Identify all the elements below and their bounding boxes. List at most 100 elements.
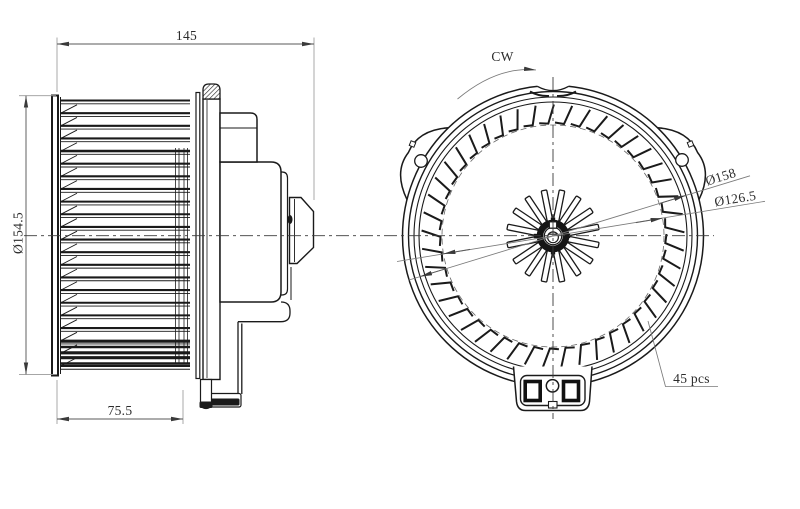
inner-diameter-text: Ø126.5 [713, 188, 757, 210]
fin-tick [61, 104, 78, 114]
flange-seal-cap [202, 83, 221, 100]
fan-blade-tooth [506, 341, 528, 360]
fan-blade-tooth [423, 211, 443, 231]
fan-blade-tooth [664, 233, 685, 252]
bracket-base-shadow [208, 398, 240, 406]
fan-blade-tooth [662, 249, 681, 270]
fan-blade-tooth [594, 336, 605, 360]
fin-tick [61, 205, 78, 215]
fin-tick [61, 117, 78, 126]
front-view [399, 76, 707, 412]
fan-blade-tooth [425, 265, 448, 277]
fan-blade-tooth [626, 147, 652, 159]
fin-tick [61, 268, 78, 278]
depth-dimension-text: 75.5 [108, 403, 133, 418]
fan-blade-tooth [621, 318, 631, 344]
fan-blade-tooth [660, 202, 683, 216]
housing-top-tab-left [529, 90, 550, 98]
fin-tick [61, 281, 78, 291]
fin-tick [61, 180, 78, 190]
fan-blade-tooth [468, 134, 479, 160]
fan-blade-tooth [539, 104, 555, 125]
connector-screw-hole [545, 378, 560, 393]
fin-tick [61, 331, 78, 341]
fin-tick [61, 243, 78, 253]
motor-body [219, 161, 282, 303]
connector-bracket [512, 366, 593, 412]
hub-nub-top [550, 217, 556, 221]
connector-outline [512, 366, 593, 412]
fan-blade-tooth [489, 336, 513, 353]
fin-tick [61, 306, 78, 316]
fan-blade-tooth [481, 123, 491, 149]
fin-tick [61, 218, 78, 227]
fan-blade-tooth [494, 115, 505, 140]
connector-terminal-left [523, 379, 543, 403]
motor-end-bell [279, 171, 289, 296]
rotation-direction-text: CW [491, 49, 513, 64]
front-view-dimensions: CW Ø158 Ø126.5 45 pcs [396, 49, 766, 387]
impeller-fins [61, 99, 190, 370]
motor-bracket [237, 301, 291, 394]
fan-blade-tooth [651, 279, 668, 304]
fan-blade-tooth [585, 115, 609, 133]
flange-foot-shadow [199, 401, 213, 408]
fan-blade-tooth [427, 193, 446, 215]
width-dimension-text: 145 [176, 28, 197, 43]
housing-top-dip [536, 85, 570, 92]
fan-blade-tooth [523, 345, 544, 365]
diameter-dimension-text: Ø154.5 [11, 212, 26, 254]
fan-blade-tooth [664, 218, 685, 234]
fin-tick [61, 142, 78, 152]
fin-tick [61, 319, 78, 329]
fan-blade-tooth [570, 109, 591, 128]
mounting-hole-right [675, 153, 689, 167]
fan-blade-tooth [578, 342, 591, 365]
mounting-ear-right [657, 126, 707, 200]
motor-boss [219, 112, 258, 163]
mounting-hole-left [414, 154, 428, 168]
fan-blade-tooth [560, 346, 575, 368]
fan-blade-ring [421, 104, 685, 368]
fan-blade-tooth [508, 109, 519, 133]
mounting-flange [202, 98, 221, 381]
fan-blade-tooth [643, 293, 657, 319]
fan-blade-tooth [637, 160, 663, 171]
connector-terminal-right [561, 379, 581, 403]
outer-diameter-leader [408, 175, 751, 281]
fan-blade-tooth [600, 124, 625, 140]
fan-blade-tooth [438, 295, 464, 305]
fin-tick [61, 230, 78, 240]
fan-blade-tooth [460, 318, 486, 331]
fin-tick [61, 256, 78, 265]
fan-blade-tooth [647, 173, 672, 184]
fan-blade-tooth [430, 281, 455, 292]
mounting-ear-left [399, 126, 449, 200]
hub-nub-right [566, 233, 571, 239]
fan-blade-tooth [608, 328, 619, 353]
rear-cap-screw [287, 215, 293, 224]
side-view: 145 Ø154.5 75.5 [11, 28, 315, 424]
fin-tick [61, 294, 78, 303]
blade-count-leader [647, 320, 718, 387]
fan-blade-tooth [541, 347, 559, 368]
fan-blade-tooth [657, 265, 676, 287]
fan-blade-tooth [523, 105, 537, 128]
fan-blade-tooth [554, 105, 574, 126]
motor-rear-cap [288, 196, 315, 265]
rotation-arrow [457, 66, 537, 100]
fan-blade-tooth [421, 229, 442, 246]
side-view-dimensions: 145 Ø154.5 75.5 [11, 28, 315, 424]
blade-count-text: 45 pcs [673, 371, 710, 386]
fan-blade-tooth [474, 328, 499, 343]
fan-blade-tooth [654, 187, 679, 198]
fan-blade-tooth [614, 135, 639, 149]
fan-blade-tooth [448, 307, 474, 318]
fin-tick [61, 167, 78, 177]
fan-blade-tooth [455, 146, 468, 172]
fin-tick [61, 192, 78, 202]
fan-blade-tooth [421, 247, 444, 262]
fan-blade-tooth [443, 161, 459, 186]
housing-top-tab-right [556, 90, 577, 98]
